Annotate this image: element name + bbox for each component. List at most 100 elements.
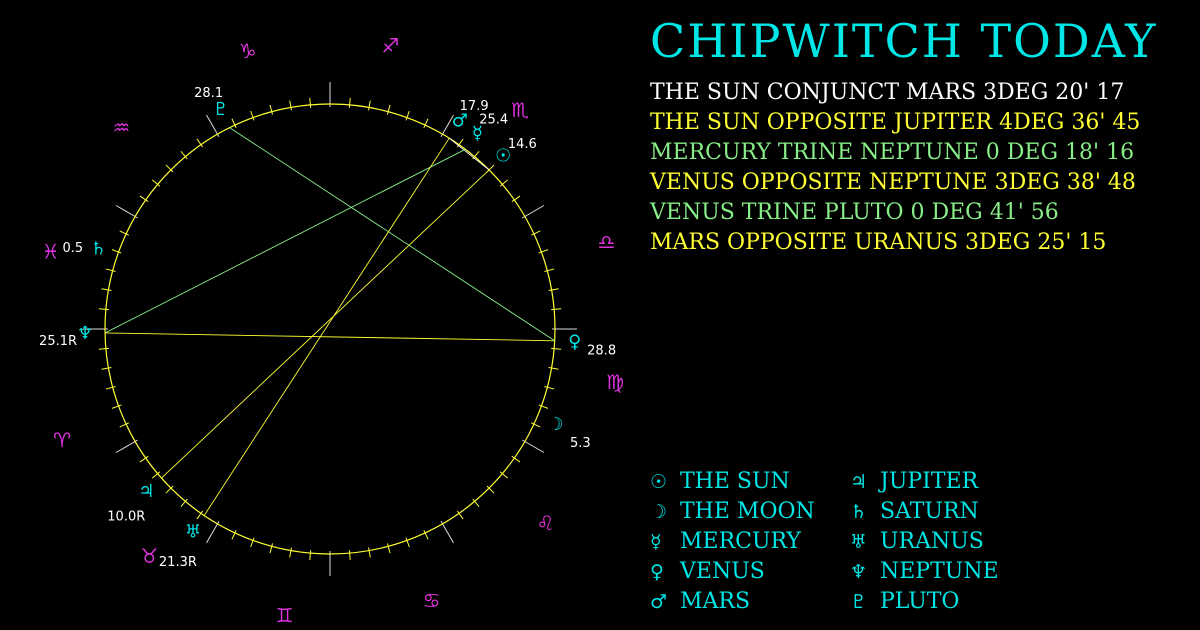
- moon-degree-label: 5.3: [570, 436, 591, 451]
- aspect-line-mars-uranus: [203, 137, 450, 516]
- wheel-tick: [231, 529, 237, 540]
- mars-degree-label: 17.9: [460, 99, 489, 114]
- wheel-tick: [538, 404, 549, 409]
- venus-icon: ♀: [650, 561, 664, 583]
- wheel-tick: [111, 249, 122, 254]
- jupiter-icon: ♃: [850, 471, 868, 493]
- wheel-tick: [511, 195, 521, 203]
- wheel-tick: [119, 230, 130, 236]
- natal-chart-wheel: ♈♉♊♋♌♍♎♏♐♑♒♓ ☉14.6☽5.3☿25.4♀28.8♂17.9♃10…: [39, 33, 624, 627]
- wheel-tick: [231, 118, 237, 129]
- aries-icon: ♈: [53, 428, 71, 452]
- neptune-icon: ♆: [850, 561, 868, 583]
- wheel-tick: [499, 179, 509, 187]
- leo-icon: ♌: [537, 511, 555, 535]
- wheel-tick: [472, 498, 480, 508]
- wheel-tick: [250, 537, 255, 548]
- aspect-item: VENUS TRINE PLUTO 0 DEG 41' 56: [650, 200, 1059, 225]
- planets: ☉14.6☽5.3☿25.4♀28.8♂17.9♃10.0R♄0.5♅21.3R…: [39, 86, 616, 570]
- legend-label: NEPTUNE: [880, 559, 999, 584]
- legend-item-uranus: ♅URANUS: [850, 527, 999, 557]
- legend-label: THE SUN: [680, 469, 790, 494]
- wheel-tick: [405, 537, 410, 548]
- saturn-icon: ♄: [850, 501, 868, 523]
- legend-item-neptune: ♆ NEPTUNE: [850, 557, 999, 587]
- legend-item-mercury: ☿MERCURY: [650, 527, 815, 557]
- wheel-tick: [548, 367, 559, 370]
- wheel-tick: [196, 138, 204, 148]
- wheel-tick: [139, 455, 149, 463]
- wheel-tick: [180, 498, 188, 508]
- wheel-tick: [151, 179, 161, 187]
- wheel-tick: [423, 529, 429, 540]
- legend-right: ♃JUPITER ♄ SATURN ♅URANUS ♆ NEPTUNE ♇PLUTO: [850, 467, 999, 617]
- wheel-tick: [386, 543, 391, 554]
- wheel-tick: [98, 308, 109, 311]
- mercury-icon: ☿: [472, 123, 483, 144]
- neptune-icon: ♆: [77, 323, 93, 344]
- wheel-tick: [544, 385, 555, 390]
- scorpio-icon: ♏: [511, 98, 529, 122]
- uranus-icon: ♅: [185, 522, 201, 543]
- legend-item-venus: ♀ VENUS: [650, 557, 815, 587]
- legend-item-saturn: ♄ SATURN: [850, 497, 999, 527]
- legend-item-jupiter: ♃JUPITER: [850, 467, 999, 497]
- wheel-tick: [423, 118, 429, 129]
- legend-label: VENUS: [680, 559, 765, 584]
- pluto-icon: ♇: [850, 591, 868, 613]
- wheel-tick: [348, 550, 351, 561]
- legend-label: MARS: [680, 589, 751, 614]
- aspect-item: MERCURY TRINE NEPTUNE 0 DEG 18' 16: [650, 140, 1135, 165]
- wheel-tick: [151, 471, 161, 479]
- wheel-tick: [499, 471, 509, 479]
- legend-label: SATURN: [880, 499, 979, 524]
- wheel-tick: [511, 455, 521, 463]
- cancer-icon: ♋: [423, 589, 441, 613]
- libra-icon: ♎: [598, 230, 616, 254]
- wheel-tick: [105, 385, 116, 390]
- pluto-icon: ♇: [213, 99, 229, 120]
- aspect-line-sun-mars: [448, 137, 490, 171]
- legend-item-moon: ☽ THE MOON: [650, 497, 815, 527]
- legend-label: URANUS: [880, 529, 984, 554]
- wheel-tick: [309, 97, 312, 108]
- venus-icon: ♀: [568, 331, 581, 352]
- wheel-tick: [115, 439, 138, 453]
- wheel-tick: [206, 114, 220, 137]
- wheel-tick: [98, 347, 109, 350]
- venus-degree-label: 28.8: [587, 344, 616, 359]
- wheel-tick: [551, 347, 562, 350]
- legend-item-mars: ♂MARS: [650, 587, 815, 617]
- neptune-degree-label: 25.1R: [39, 334, 77, 349]
- pisces-icon: ♓: [42, 240, 60, 264]
- moon-icon: ☽: [650, 501, 668, 523]
- wheel-tick: [348, 97, 351, 108]
- wheel-tick: [180, 150, 188, 160]
- wheel-tick: [538, 249, 549, 254]
- wheel-tick: [196, 510, 204, 520]
- aspect-line-sun-jupiter: [161, 169, 490, 479]
- aspect-lines: [104, 127, 555, 516]
- gemini-icon: ♊: [276, 603, 294, 627]
- legend-label: THE MOON: [680, 499, 815, 524]
- pluto-degree-label: 28.1: [194, 86, 223, 101]
- aspect-item: THE SUN OPPOSITE JUPITER 4DEG 36' 45: [650, 110, 1141, 135]
- wheel-tick: [551, 308, 562, 311]
- aspect-list: THE SUN CONJUNCT MARS 3DEG 20' 17 THE SU…: [650, 78, 1140, 258]
- wheel-tick: [206, 521, 220, 544]
- wheel-tick: [386, 104, 391, 115]
- moon-icon: ☽: [547, 414, 563, 435]
- wheel-tick: [440, 114, 454, 137]
- legend-item-pluto: ♇PLUTO: [850, 587, 999, 617]
- wheel-tick: [544, 268, 555, 273]
- wheel-tick: [368, 547, 371, 558]
- legend-label: MERCURY: [680, 529, 801, 554]
- aspect-line-venus-neptune: [105, 332, 555, 342]
- aspect-item: VENUS OPPOSITE NEPTUNE 3DEG 38' 48: [650, 170, 1136, 195]
- wheel-tick: [269, 104, 274, 115]
- wheel-tick: [440, 521, 454, 544]
- aquarius-icon: ♒: [112, 116, 130, 140]
- wheel-tick: [105, 268, 116, 273]
- wheel-tick: [165, 164, 174, 173]
- legend-item-sun: ☉THE SUN: [650, 467, 815, 497]
